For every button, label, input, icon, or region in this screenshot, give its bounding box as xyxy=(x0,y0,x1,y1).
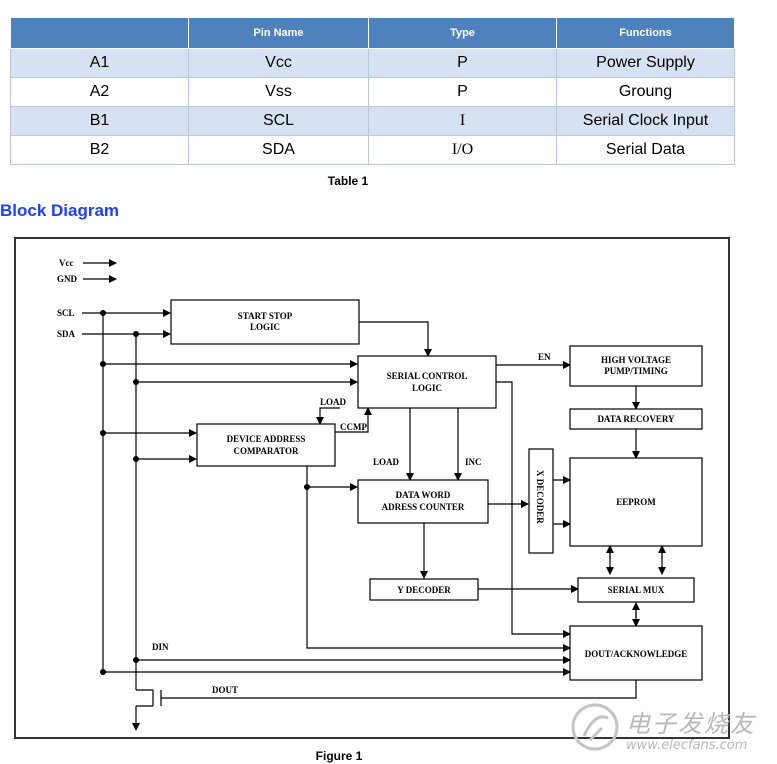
data-word-address-counter-block xyxy=(357,479,489,524)
scl-label: SCL xyxy=(57,308,75,318)
pin-table: Pin Name Type Functions A1 Vcc P Power S… xyxy=(10,17,735,165)
data-recovery-block xyxy=(569,408,703,430)
x-decoder-block xyxy=(528,448,554,554)
serial-mux-label: SERIAL MUX xyxy=(608,585,665,595)
watermark-url: www.elecfans.com xyxy=(626,738,748,753)
high-voltage-label-2: PUMP/TIMING xyxy=(604,366,668,376)
data-recovery-label: DATA RECOVERY xyxy=(597,414,675,424)
cell-pin-name: Vss xyxy=(188,77,369,107)
y-decoder-label: Y DECODER xyxy=(397,585,451,595)
table-row: A1 Vcc P Power Supply xyxy=(10,48,735,78)
start-stop-label-1: START STOP xyxy=(238,311,293,321)
en-signal-label: EN xyxy=(538,352,551,362)
serial-control-logic-block xyxy=(357,355,497,409)
data-word-label-2: ADRESS COUNTER xyxy=(382,502,465,512)
dout-signal-label: DOUT xyxy=(212,685,238,695)
eeprom-label: EEPROM xyxy=(616,497,656,507)
diagram-frame xyxy=(14,237,730,739)
y-decoder-block xyxy=(369,578,479,601)
high-voltage-label-1: HIGH VOLTAGE xyxy=(601,355,671,365)
start-stop-logic-block xyxy=(170,299,360,345)
cell-pin: A2 xyxy=(10,77,189,107)
data-word-label-1: DATA WORD xyxy=(396,490,451,500)
column-header-type: Type xyxy=(368,17,557,49)
eeprom-block xyxy=(569,457,703,547)
cell-function: Power Supply xyxy=(556,48,735,78)
inc-signal-label: INC xyxy=(465,457,482,467)
watermark-chinese-text: 电子发烧友 xyxy=(626,710,756,738)
cell-type: I/O xyxy=(368,135,557,165)
vcc-label: Vcc xyxy=(59,258,74,268)
cell-function: Serial Data xyxy=(556,135,735,165)
cell-pin-name: SDA xyxy=(188,135,369,165)
device-address-label-1: DEVICE ADDRESS xyxy=(227,434,306,444)
x-decoder-label: X DECODER xyxy=(535,470,545,524)
block-diagram-title: Block Diagram xyxy=(0,201,120,220)
gnd-label: GND xyxy=(57,274,78,284)
device-address-comparator-block xyxy=(196,423,336,467)
load-top-signal-label: LOAD xyxy=(320,397,347,407)
serial-control-label-1: SERIAL CONTROL xyxy=(387,371,468,381)
device-address-label-2: COMPARATOR xyxy=(234,446,299,456)
watermark: 电子发烧友 www.elecfans.com xyxy=(570,700,770,760)
dout-acknowledge-block xyxy=(569,625,703,681)
sda-label: SDA xyxy=(57,329,76,339)
column-header xyxy=(10,17,189,49)
start-stop-label-2: LOGIC xyxy=(250,322,280,332)
cell-function: Serial Clock Input xyxy=(556,106,735,136)
serial-mux-block xyxy=(577,577,695,603)
figure-caption: Figure 1 xyxy=(315,749,363,763)
cell-pin-name: Vcc xyxy=(188,48,369,78)
load-signal-label: LOAD xyxy=(373,457,400,467)
table-caption: Table 1 xyxy=(327,174,369,188)
cell-pin: B2 xyxy=(10,135,189,165)
table-row: B1 SCL I Serial Clock Input xyxy=(10,106,735,136)
column-header-functions: Functions xyxy=(556,17,735,49)
dout-acknowledge-label: DOUT/ACKNOWLEDGE xyxy=(585,649,688,659)
table-row: A2 Vss P Groung xyxy=(10,77,735,107)
high-voltage-pump-block xyxy=(569,345,703,387)
table-row: B2 SDA I/O Serial Data xyxy=(10,135,735,165)
elecfans-logo-icon xyxy=(571,703,619,751)
din-signal-label: DIN xyxy=(152,642,169,652)
serial-control-label-2: LOGIC xyxy=(412,383,442,393)
ccmp-signal-label: CCMP xyxy=(340,422,367,432)
cell-pin: B1 xyxy=(10,106,189,136)
